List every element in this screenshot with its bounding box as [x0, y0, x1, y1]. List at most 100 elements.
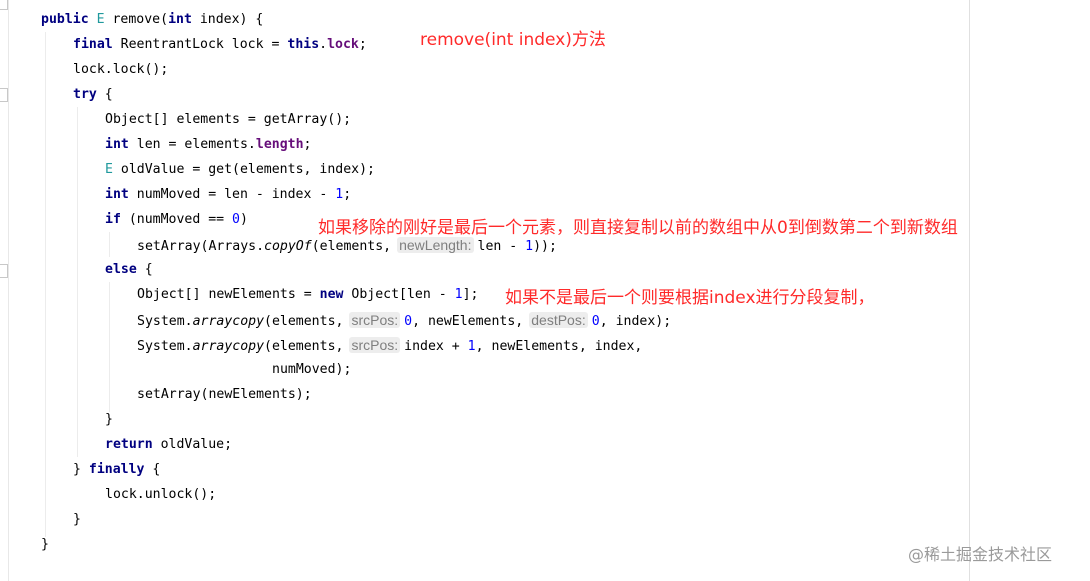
code-line[interactable]: lock.unlock();: [105, 485, 216, 505]
code-text: lock.lock();: [73, 62, 169, 77]
number-literal: 1: [467, 339, 476, 354]
code-text: (numMoved ==: [120, 212, 233, 227]
code-text: }: [105, 412, 113, 427]
fold-marker-icon[interactable]: [0, 264, 8, 278]
static-method: arraycopy: [192, 339, 265, 354]
code-text: numMoved);: [272, 362, 352, 377]
code-text: System.: [137, 314, 193, 329]
static-method: arraycopy: [192, 314, 265, 329]
type-param: E: [105, 162, 113, 177]
type-param: E: [96, 12, 105, 27]
number-literal: 0: [232, 212, 240, 227]
keyword: public: [41, 12, 89, 27]
code-text: len = elements.: [128, 137, 256, 152]
code-text: , newElements,: [412, 314, 524, 329]
code-text: (elements,: [264, 314, 344, 329]
keyword: this: [287, 37, 320, 52]
code-text: [89, 12, 97, 27]
field-ref: lock: [327, 37, 359, 52]
code-text: Object[] elements = getArray();: [105, 112, 352, 127]
code-line[interactable]: int numMoved = len - index - 1;: [105, 185, 351, 205]
code-line[interactable]: else {: [105, 260, 153, 280]
code-text: Object[] newElements =: [137, 287, 320, 302]
indent-guide: [109, 232, 110, 257]
code-text: ): [240, 212, 248, 227]
code-line[interactable]: if (numMoved == 0): [105, 210, 248, 230]
code-line[interactable]: Object[] newElements = new Object[len - …: [137, 285, 478, 305]
number-literal: 1: [335, 187, 344, 202]
code-text: ;: [303, 137, 312, 152]
indent-guide: [45, 32, 46, 537]
code-line[interactable]: numMoved);: [272, 360, 351, 380]
fold-marker-icon[interactable]: [0, 0, 8, 10]
code-text: remove(: [104, 12, 169, 27]
keyword: try: [73, 87, 97, 102]
code-text: }: [73, 512, 81, 527]
code-text: oldValue;: [152, 437, 233, 452]
keyword: else: [105, 262, 137, 277]
keyword: int: [105, 187, 129, 202]
code-text: {: [96, 87, 113, 102]
keyword: final: [73, 37, 113, 52]
keyword: if: [105, 212, 121, 227]
parameter-hint: destPos:: [529, 312, 588, 328]
code-text: }: [73, 462, 89, 477]
code-text: numMoved = len - index -: [128, 187, 336, 202]
code-line[interactable]: setArray(newElements);: [137, 385, 312, 405]
code-text: , index);: [599, 314, 672, 329]
keyword: return: [105, 437, 153, 452]
parameter-hint: srcPos:: [349, 312, 401, 328]
number-literal: 1: [454, 287, 463, 302]
code-line[interactable]: int len = elements.length;: [105, 135, 311, 155]
code-line[interactable]: }: [105, 410, 113, 430]
code-text: Object[len -: [343, 287, 455, 302]
code-text: index) {: [191, 12, 264, 27]
keyword: int: [105, 137, 129, 152]
code-line[interactable]: lock.lock();: [73, 60, 168, 80]
indent-guide: [77, 107, 78, 457]
code-text: System.: [137, 339, 193, 354]
annotation-last-element: 如果移除的刚好是最后一个元素，则直接复制以前的数组中从0到倒数第二个到新数组: [318, 218, 958, 238]
code-line[interactable]: System.arraycopy(elements, srcPos:0, newE…: [137, 310, 671, 330]
code-line[interactable]: final ReentrantLock lock = this.lock;: [73, 35, 367, 55]
code-text: ;: [358, 37, 367, 52]
parameter-hint: srcPos:: [349, 337, 401, 353]
keyword: int: [168, 12, 192, 27]
code-line[interactable]: return oldValue;: [105, 435, 232, 455]
fold-marker-icon[interactable]: [0, 88, 8, 102]
code-line[interactable]: Object[] elements = getArray();: [105, 110, 351, 130]
static-method: copyOf: [264, 239, 312, 254]
code-text: ;: [343, 187, 352, 202]
code-text: .: [319, 37, 328, 52]
code-text: }: [41, 537, 49, 552]
code-text: oldValue = get(elements, index);: [112, 162, 375, 177]
code-text: len -: [477, 239, 526, 254]
code-text: ];: [462, 287, 479, 302]
code-line[interactable]: public E remove(int index) {: [41, 10, 263, 30]
code-text: , newElements, index,: [475, 339, 643, 354]
parameter-hint: newLength:: [397, 237, 474, 253]
code-line[interactable]: }: [41, 535, 49, 555]
code-text: ));: [533, 239, 557, 254]
code-text: {: [144, 462, 161, 477]
right-margin-guide: [969, 0, 970, 581]
code-text: lock.unlock();: [105, 487, 217, 502]
code-line[interactable]: }: [73, 510, 81, 530]
code-line[interactable]: System.arraycopy(elements,srcPos:index +…: [137, 335, 642, 355]
field-ref: length: [255, 137, 304, 152]
annotation-segment-copy: 如果不是最后一个则要根据index进行分段复制，: [505, 288, 875, 308]
code-line[interactable]: try {: [73, 85, 113, 105]
annotation-method-title: remove(int index)方法: [420, 30, 606, 50]
code-text: index +: [404, 339, 468, 354]
code-text: setArray(Arrays.: [137, 239, 265, 254]
code-line[interactable]: setArray(Arrays.copyOf(elements,newLengt…: [137, 235, 557, 255]
number-literal: 1: [525, 239, 534, 254]
code-line[interactable]: } finally {: [73, 460, 160, 480]
watermark: @稀土掘金技术社区: [908, 545, 1053, 564]
code-text: setArray(newElements);: [137, 387, 312, 402]
number-literal: 0: [404, 314, 413, 329]
editor-gutter: [0, 0, 9, 581]
code-line[interactable]: E oldValue = get(elements, index);: [105, 160, 375, 180]
indent-guide: [109, 282, 110, 412]
keyword: new: [319, 287, 344, 302]
